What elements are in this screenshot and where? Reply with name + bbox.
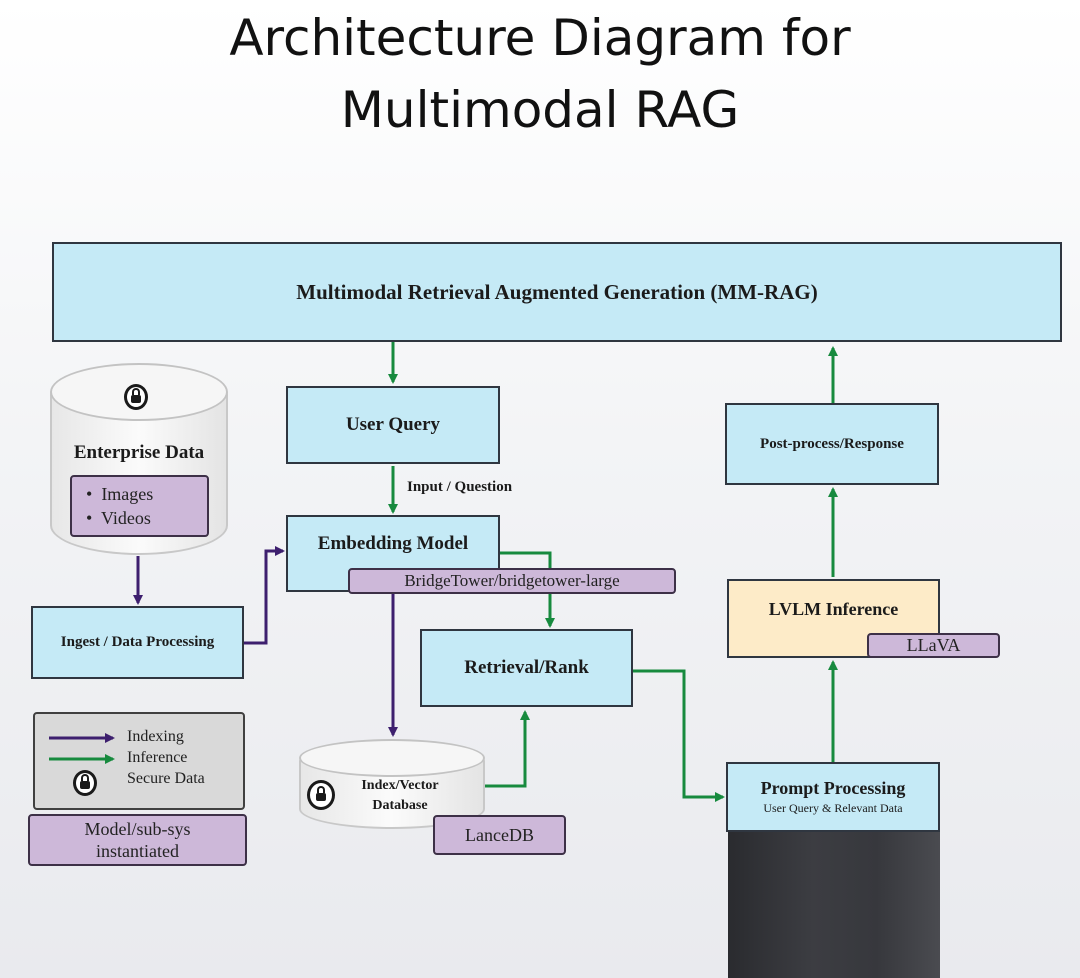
- input-question-label: Input / Question: [407, 479, 513, 495]
- retrieval-rank-label: Retrieval/Rank: [464, 657, 589, 678]
- user-query-label: User Query: [345, 414, 441, 435]
- lvlm-inference-label: LVLM Inference: [768, 599, 899, 619]
- model-subsys-tag: Model/sub-sys instantiated: [28, 814, 247, 866]
- vector-db-cylinder-top: [299, 739, 485, 777]
- legend-inference: Inference: [127, 749, 188, 766]
- post-process-box: Post-process/Response: [725, 403, 939, 485]
- prompt-processing-sub: User Query & Relevant Data: [763, 801, 903, 815]
- mmrag-banner: Multimodal Retrieval Augmented Generatio…: [52, 242, 1062, 342]
- legend-secure: Secure Data: [127, 770, 205, 787]
- embedding-model-tag: BridgeTower/bridgetower-large: [348, 568, 676, 594]
- post-process-label: Post-process/Response: [760, 435, 904, 452]
- vector-db-label: Index/Vector Database: [361, 778, 439, 813]
- enterprise-item: • Images: [86, 484, 154, 504]
- mmrag-label: Multimodal Retrieval Augmented Generatio…: [296, 279, 818, 304]
- lancedb-tag: LanceDB: [433, 815, 566, 855]
- enterprise-data-items: • Images • Videos: [70, 475, 209, 537]
- legend-indexing: Indexing: [127, 728, 184, 745]
- prompt-processing-box: Prompt Processing User Query & Relevant …: [726, 762, 940, 832]
- dark-shadow-area: [728, 832, 940, 978]
- ingest-label: Ingest / Data Processing: [60, 634, 215, 650]
- arrow-embedding-to-retrieval: [500, 551, 555, 628]
- ingest-box: Ingest / Data Processing: [31, 606, 244, 679]
- vector-db-lock-icon: [307, 780, 335, 810]
- legend-lock-icon: [73, 770, 97, 796]
- arrow-db-to-retrieval: [485, 710, 530, 788]
- llava-tag: LLaVA: [867, 633, 1000, 658]
- arrow-ingest-to-embedding: [244, 546, 285, 645]
- user-query-box: User Query: [286, 386, 500, 464]
- title-line-1: Architecture Diagram for: [229, 9, 851, 67]
- retrieval-rank-box: Retrieval/Rank: [420, 629, 633, 707]
- page-title: Architecture Diagram for Multimodal RAG: [0, 2, 1080, 146]
- legend: Indexing Inference Secure Data: [33, 712, 245, 810]
- title-line-2: Multimodal RAG: [340, 81, 740, 139]
- enterprise-item: • Videos: [86, 508, 151, 528]
- arrow-retrieval-to-prompt: [633, 669, 725, 802]
- prompt-processing-label: Prompt Processing: [760, 778, 906, 798]
- enterprise-data-title: Enterprise Data: [73, 442, 205, 463]
- legend-arrows: [49, 733, 115, 764]
- enterprise-lock-icon: [124, 384, 148, 410]
- embedding-model-label: Embedding Model: [317, 533, 469, 554]
